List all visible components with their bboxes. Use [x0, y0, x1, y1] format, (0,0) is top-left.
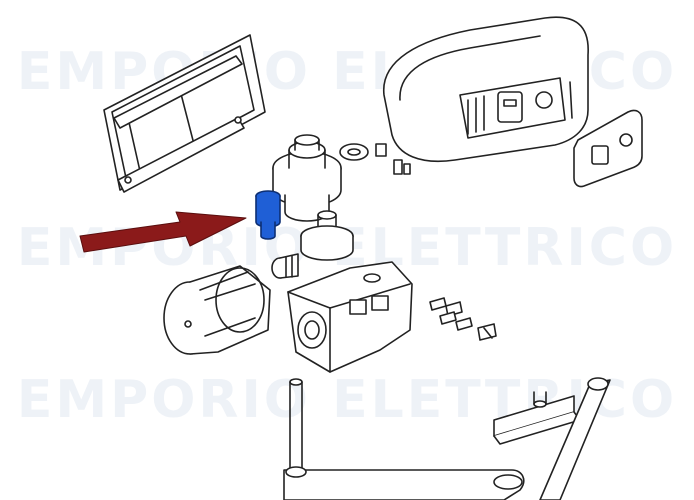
- clip-icon: [339, 143, 411, 175]
- worm-gear-icon: [271, 253, 299, 279]
- wall-bracket-icon: [493, 377, 611, 500]
- wall-plate-icon: [573, 109, 643, 188]
- arrow-icon: [79, 211, 247, 253]
- screws-icon: [429, 297, 497, 341]
- gearbox-housing-icon: [287, 261, 413, 373]
- gear-shaft-icon: [300, 210, 354, 261]
- bushing-highlight-icon: [255, 190, 281, 240]
- control-panel-icon: [383, 16, 589, 162]
- drive-arm-icon: [283, 378, 525, 500]
- gear-cover-icon: [272, 134, 342, 222]
- mounting-bracket-icon: [103, 34, 266, 193]
- motor-icon: [163, 265, 271, 355]
